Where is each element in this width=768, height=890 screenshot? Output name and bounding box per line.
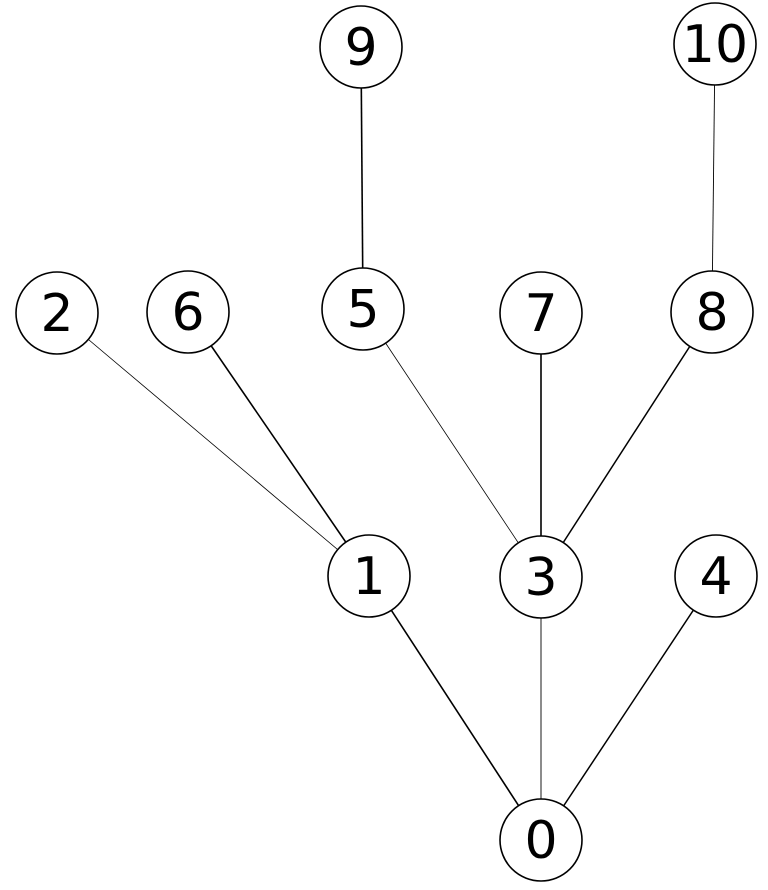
node-label-8: 8 (695, 283, 728, 343)
node-label-5: 5 (346, 280, 379, 340)
node-label-10: 10 (682, 15, 748, 75)
edges-layer (56, 43, 717, 841)
node-7: 7 (499, 271, 583, 355)
node-circle-7 (499, 271, 583, 355)
node-1: 1 (327, 534, 411, 618)
node-circle-3 (499, 535, 583, 619)
node-0: 0 (499, 798, 583, 882)
node-circle-9 (319, 5, 403, 89)
node-circle-10 (673, 2, 757, 86)
edge-0-1 (368, 575, 542, 841)
node-label-1: 1 (352, 547, 385, 607)
node-circle-0 (499, 798, 583, 882)
node-2: 2 (15, 271, 99, 355)
nodes-layer: 0 1 2 3 4 5 6 7 8 9 10 (15, 2, 758, 882)
edge-3-8 (540, 311, 713, 578)
edge-5-9 (360, 46, 364, 310)
node-5: 5 (321, 267, 405, 351)
node-4: 4 (674, 534, 758, 618)
node-9: 9 (319, 5, 403, 89)
node-label-7: 7 (524, 284, 557, 344)
node-circle-2 (15, 271, 99, 355)
edge-1-6 (187, 311, 370, 577)
node-label-2: 2 (40, 284, 73, 344)
edge-3-5 (362, 308, 542, 578)
node-circle-5 (321, 267, 405, 351)
node-label-9: 9 (344, 18, 377, 78)
edge-0-4 (540, 575, 717, 841)
node-label-0: 0 (524, 811, 557, 871)
node-circle-8 (670, 270, 754, 354)
node-label-3: 3 (524, 548, 557, 608)
node-circle-6 (146, 270, 230, 354)
node-3: 3 (499, 535, 583, 619)
node-10: 10 (673, 2, 757, 86)
node-label-6: 6 (171, 283, 204, 343)
node-circle-1 (327, 534, 411, 618)
node-label-4: 4 (699, 547, 732, 607)
node-8: 8 (670, 270, 754, 354)
node-6: 6 (146, 270, 230, 354)
edge-1-2 (56, 312, 370, 577)
edge-8-10 (711, 43, 716, 313)
node-circle-4 (674, 534, 758, 618)
